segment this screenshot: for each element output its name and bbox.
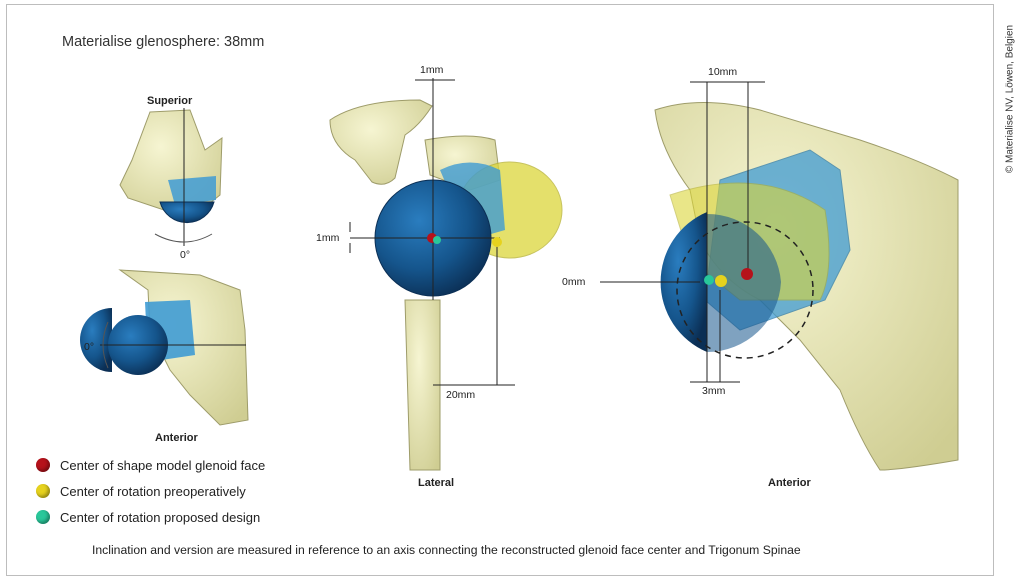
- anterior-bottom-measure: 3mm: [702, 385, 726, 397]
- anterior-large-view: [600, 81, 959, 471]
- legend: Center of shape model glenoid face Cente…: [36, 452, 265, 530]
- copyright-notice: © Materialise NV, Löwen, Belgien: [1000, 4, 1020, 194]
- green-dot-icon: [36, 510, 50, 524]
- yellow-dot-icon: [36, 484, 50, 498]
- figure-title: Materialise glenosphere: 38mm: [62, 34, 265, 50]
- lateral-bottom-measure: 20mm: [446, 389, 476, 401]
- anterior-top-measure: 10mm: [708, 66, 738, 78]
- red-dot-icon: [36, 458, 50, 472]
- legend-item: Center of rotation preoperatively: [36, 478, 265, 504]
- anterior-angle-label: 0°: [84, 341, 95, 353]
- anterior-left-measure: 0mm: [562, 276, 586, 288]
- superior-angle-label: 0°: [180, 249, 191, 261]
- label-anterior-small: Anterior: [155, 432, 198, 444]
- copyright-text: © Materialise NV, Löwen, Belgien: [1004, 24, 1016, 174]
- lateral-view: [329, 78, 563, 471]
- anterior-small-view: [80, 269, 249, 426]
- figure-caption: Inclination and version are measured in …: [92, 543, 801, 557]
- label-anterior-large: Anterior: [768, 477, 811, 489]
- superior-view: [119, 108, 223, 246]
- label-lateral: Lateral: [418, 477, 455, 489]
- legend-label: Center of rotation proposed design: [60, 509, 261, 525]
- label-superior: Superior: [147, 95, 193, 107]
- lateral-top-measure: 1mm: [420, 64, 444, 76]
- legend-label: Center of shape model glenoid face: [60, 457, 266, 473]
- legend-item: Center of rotation proposed design: [36, 504, 265, 530]
- legend-label: Center of rotation preoperatively: [60, 483, 246, 499]
- legend-item: Center of shape model glenoid face: [36, 452, 265, 478]
- lateral-left-measure: 1mm: [316, 232, 340, 244]
